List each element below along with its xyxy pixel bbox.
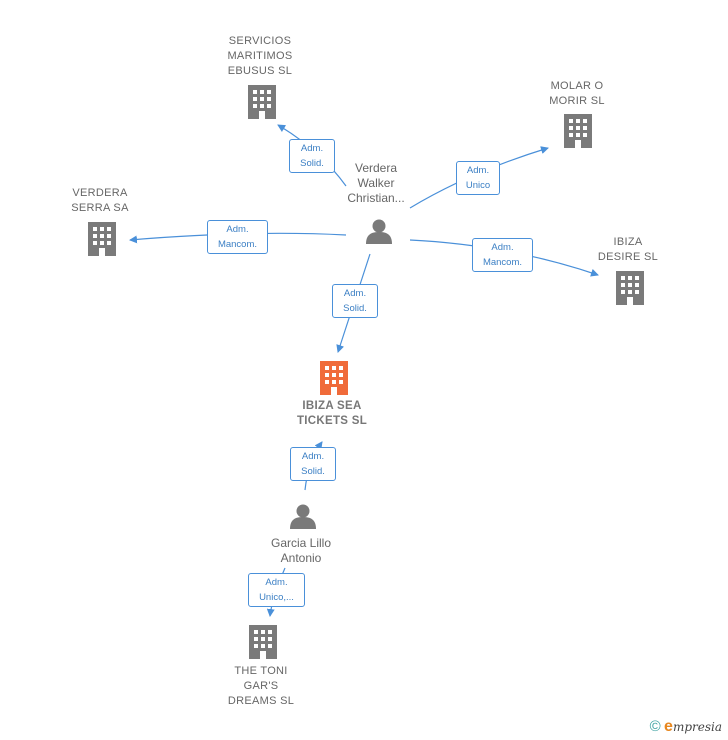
edge-label-toni-gars: Adm. Unico,... <box>248 573 305 607</box>
company-label-verdera-serra[interactable]: VERDERA SERRA SA <box>71 187 129 214</box>
person-icon[interactable] <box>290 504 316 530</box>
edge-label-ibiza-sea-1: Adm. Solid. <box>332 284 378 318</box>
company-label-servicios-maritimos[interactable]: SERVICIOS MARITIMOS EBUSUS SL <box>227 35 293 77</box>
empresia-logo[interactable]: © empresia <box>650 718 722 736</box>
brand-initial: e <box>664 718 673 735</box>
brand-name: mpresia <box>672 720 722 734</box>
edge-label-verdera-serra: Adm. Mancom. <box>207 220 268 254</box>
company-label-ibiza-desire[interactable]: IBIZA DESIRE SL <box>597 236 659 263</box>
building-icon[interactable] <box>248 85 276 119</box>
company-label-the-toni-gars-dreams[interactable]: THE TONI GAR'S DREAMS SL <box>227 665 295 707</box>
building-icon[interactable] <box>564 114 592 148</box>
copyright-icon: © <box>649 718 661 735</box>
edge-label-ibiza-desire: Adm. Mancom. <box>472 238 533 272</box>
building-icon[interactable] <box>616 271 644 305</box>
edge-label-ibiza-sea-2: Adm. Solid. <box>290 447 336 481</box>
edge-label-molar: Adm. Unico <box>456 161 500 195</box>
company-label-ibiza-sea-tickets[interactable]: IBIZA SEA TICKETS SL <box>296 400 368 427</box>
building-icon[interactable] <box>88 222 116 256</box>
building-icon[interactable] <box>320 361 348 395</box>
person-icon[interactable] <box>366 219 392 245</box>
edge-label-servicios: Adm. Solid. <box>289 139 335 173</box>
person-label-garcia-lillo[interactable]: Garcia Lillo Antonio <box>270 536 332 565</box>
building-icon[interactable] <box>249 625 277 659</box>
person-label-verdera-walker[interactable]: Verdera Walker Christian... <box>347 161 405 205</box>
company-label-molar-o-morir[interactable]: MOLAR O MORIR SL <box>549 80 605 107</box>
